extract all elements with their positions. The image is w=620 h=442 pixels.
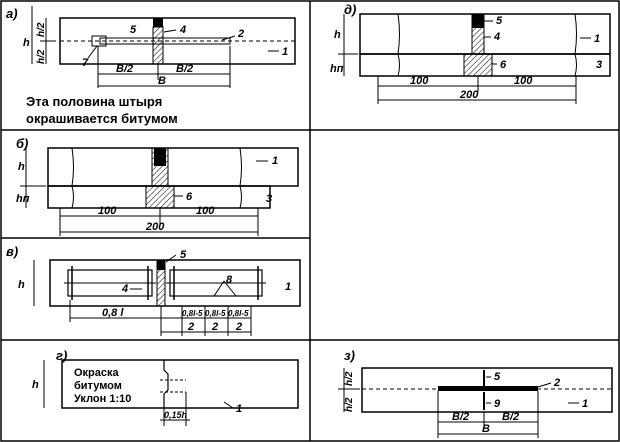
panel-g: г) h Окраска битумом Уклон 1:10 1 0,15h (32, 348, 299, 426)
cage-left (64, 266, 156, 300)
joint-profile (163, 360, 169, 408)
joint-filler (152, 26, 164, 65)
dim-right: 100 (196, 205, 215, 217)
callout-2: 2 (553, 377, 560, 389)
dim-left: 100 (410, 75, 429, 87)
callout-1: 1 (236, 403, 242, 415)
callout-3: 3 (266, 193, 272, 205)
dim-h-half-top: h/2 (36, 22, 47, 37)
dim-h: h (23, 37, 30, 49)
dim-b: B (482, 423, 490, 435)
note-line-1: Окраска (74, 367, 120, 379)
panel-a-tag: а) (6, 6, 18, 21)
dim-total: 200 (459, 89, 479, 101)
dim-b: B (158, 75, 166, 87)
dim-total: 200 (145, 221, 165, 233)
dim-h: h (18, 279, 25, 291)
callout-1: 1 (272, 155, 278, 167)
dim-2a: 2 (187, 321, 194, 333)
dim-b-half-left: B/2 (116, 63, 133, 75)
panel-v: в) h 5 4 8 1 (6, 244, 301, 336)
callout-5: 5 (496, 15, 503, 27)
dim-h: h (32, 379, 39, 391)
callout-1: 1 (285, 281, 291, 293)
callout-2: 2 (237, 28, 244, 40)
dowel-cap (91, 35, 107, 47)
panel-g-tag: г) (56, 348, 67, 363)
callout-4: 4 (179, 24, 186, 36)
dim-0-8l: 0,8 l (102, 307, 124, 319)
slab (61, 359, 299, 409)
dim-hn: hп (330, 63, 344, 75)
panel-b: б) h hп 1 6 3 100 100 200 (16, 136, 299, 236)
dim-2b: 2 (211, 321, 218, 333)
callout-4: 4 (493, 31, 500, 43)
cage-right (166, 266, 266, 300)
callout-9: 9 (494, 398, 501, 410)
dowel-bar (99, 37, 231, 45)
dim-seg-3: 0,8l-5 (228, 309, 249, 318)
callout-7: 7 (82, 57, 89, 69)
sealant (154, 148, 166, 166)
panel-b-tag: б) (16, 136, 28, 151)
callout-3: 3 (596, 59, 602, 71)
callout-8: 8 (226, 274, 233, 286)
dim-2c: 2 (235, 321, 242, 333)
note-line-2: битумом (74, 380, 122, 392)
dim-seg-2: 0,8l-5 (205, 309, 226, 318)
panel-v-tag: в) (6, 244, 18, 259)
note-box (70, 362, 160, 402)
callout-1: 1 (594, 33, 600, 45)
callout-5: 5 (494, 371, 501, 383)
dim-b-half-left: B/2 (452, 411, 469, 423)
callout-5: 5 (180, 249, 187, 261)
support-pad (145, 185, 175, 209)
panel-d: д) h hп 5 4 1 6 3 100 100 200 (330, 2, 611, 104)
panel-z: з) h/2 h/2 5 2 9 1 B/2 B/2 B (338, 348, 613, 438)
dim-h: h (18, 161, 25, 173)
panel-z-tag: з) (344, 348, 355, 363)
sealant (472, 14, 484, 28)
slab (361, 367, 613, 413)
dim-h-half-bottom: h/2 (36, 49, 47, 64)
panel-a: а) h h/2 h/2 5 4 2 1 7 B/2 B/2 B (6, 6, 296, 126)
panel-d-tag: д) (344, 2, 356, 17)
dim-h-half-bottom: h/2 (344, 397, 355, 412)
dim-seg-1: 0,8l-5 (182, 309, 203, 318)
dowel-bar (438, 386, 538, 391)
dim-b-half-right: B/2 (502, 411, 519, 423)
dim-h-half-top: h/2 (344, 371, 355, 386)
sealant (157, 260, 165, 270)
callout-4: 4 (121, 283, 128, 295)
note-line-2: окрашивается битумом (26, 111, 178, 126)
dim-0-15h: 0,15h (164, 410, 188, 420)
support-pad (463, 53, 493, 77)
dim-right: 100 (514, 75, 533, 87)
callout-1: 1 (582, 398, 588, 410)
slab (47, 147, 299, 187)
sealant-plug (153, 18, 163, 27)
callout-1: 1 (282, 46, 288, 58)
dim-left: 100 (98, 205, 117, 217)
callout-6: 6 (186, 191, 193, 203)
callout-5: 5 (130, 24, 137, 36)
dim-h: h (334, 29, 341, 41)
callout-6: 6 (500, 59, 507, 71)
slab (49, 259, 301, 307)
slab (359, 13, 611, 55)
note-line-1: Эта половина штыря (26, 94, 162, 109)
note-line-3: Уклон 1:10 (74, 393, 131, 405)
dim-b-half-right: B/2 (176, 63, 193, 75)
dim-hn: hп (16, 193, 30, 205)
